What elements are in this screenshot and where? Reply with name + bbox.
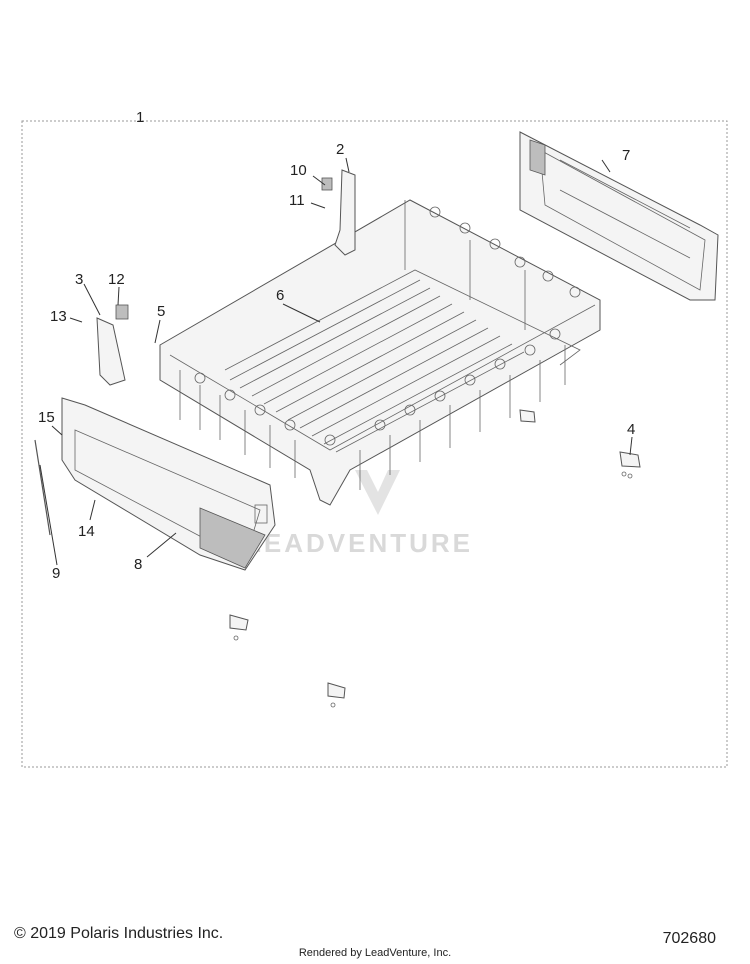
rear-panel [519, 131, 719, 301]
copyright-text: © 2019 Polaris Industries Inc. [14, 925, 224, 942]
callout-8: 8 [134, 556, 142, 573]
callout-1: 1 [136, 109, 144, 126]
callout-15: 15 [38, 409, 55, 426]
callout-7: 7 [622, 147, 630, 164]
mount-clip-4 [619, 451, 641, 479]
callout-14: 14 [78, 523, 95, 540]
rendered-by-text: Rendered by LeadVenture, Inc. [298, 947, 452, 959]
tailgate-panel [61, 397, 276, 571]
callouts: 1 2 3 4 5 6 7 8 9 10 11 12 13 14 15 [38, 109, 635, 582]
cargo-box-tub [159, 199, 601, 506]
watermark-text: LEADVENTURE [245, 528, 473, 558]
callout-10: 10 [290, 162, 307, 179]
callout-4: 4 [627, 421, 635, 438]
callout-12: 12 [108, 271, 125, 288]
rod-9 [34, 439, 51, 536]
mount-clip-b [229, 614, 249, 641]
callout-6: 6 [276, 287, 284, 304]
callout-13: 13 [50, 308, 67, 325]
leader-lines [39, 157, 633, 566]
callout-11: 11 [289, 192, 305, 209]
mount-clip-a [519, 409, 536, 423]
bracket-right [321, 169, 356, 256]
callout-2: 2 [336, 141, 344, 158]
callout-9: 9 [52, 565, 60, 582]
callout-5: 5 [157, 303, 165, 320]
callout-3: 3 [75, 271, 83, 288]
bracket-left [96, 304, 129, 386]
mount-clip-c [327, 682, 346, 708]
diagram-frame [21, 120, 728, 768]
diagram-number: 702680 [662, 930, 716, 947]
watermark: LEADVENTURE [245, 470, 473, 558]
